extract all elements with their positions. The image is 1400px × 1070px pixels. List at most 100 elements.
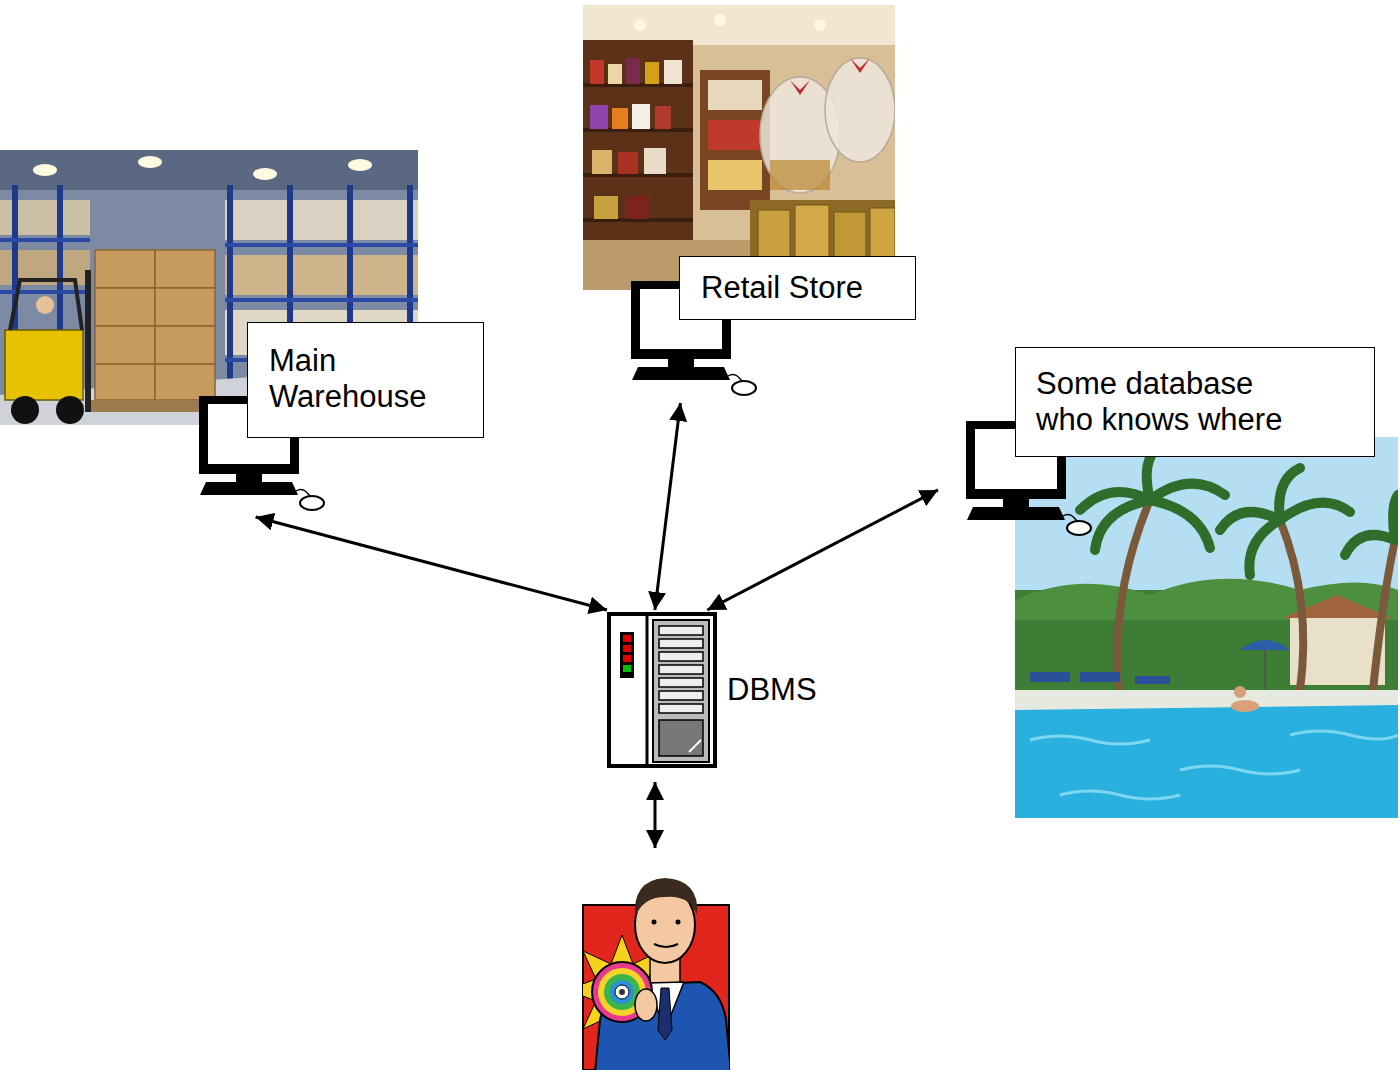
retail-store-photo (708, 160, 762, 190)
resort-pool-photo (1290, 731, 1398, 739)
retail-store-photo (583, 5, 895, 290)
person-clipart (658, 988, 672, 1040)
warehouse-photo (11, 396, 39, 424)
retail-store-photo (645, 62, 659, 84)
resort-pool-photo (1030, 731, 1398, 799)
mouse-cord (296, 489, 310, 496)
location-label: Retail Store (701, 270, 895, 306)
retail-store-photo (626, 196, 650, 219)
resort-pool-photo (1372, 540, 1395, 700)
resort-pool-photo (1015, 437, 1398, 818)
server-drive (659, 691, 703, 700)
server-light (623, 645, 631, 652)
location-label: Some database who knows where (1036, 366, 1296, 438)
resort-pool-photo (1015, 579, 1398, 620)
label-box: Main Warehouse (247, 322, 484, 438)
resort-pool-photo (1030, 736, 1150, 744)
resort-pool-photo (1135, 676, 1170, 684)
warehouse-photo (155, 288, 215, 326)
warehouse-photo (348, 159, 372, 171)
warehouse-photo (95, 250, 155, 288)
server-light (623, 665, 631, 672)
mouse-cord (728, 374, 742, 381)
mouse (732, 381, 756, 395)
monitor-base (967, 507, 1065, 520)
warehouse-photo (56, 396, 84, 424)
retail-store-photo (590, 60, 604, 84)
resort-pool-photo (1393, 495, 1398, 540)
retail-store-photo (594, 196, 618, 219)
warehouse-photo (225, 298, 418, 302)
retail-store-photo (634, 19, 646, 31)
retail-store-photo (814, 19, 826, 31)
retail-store-photo (583, 40, 693, 240)
mouse (300, 496, 324, 510)
resort-pool-photo (1345, 535, 1395, 555)
retail-store-photo (708, 80, 762, 110)
retail-store-photo (608, 64, 622, 84)
warehouse-photo (95, 288, 155, 326)
retail-store-photo (618, 152, 638, 174)
warehouse-photo (95, 250, 215, 400)
monitor-neck (1003, 499, 1029, 507)
resort-pool-photo (1080, 672, 1120, 682)
resort-pool-photo (1264, 650, 1266, 690)
warehouse-photo (85, 270, 91, 412)
monitor-neck (668, 359, 694, 367)
resort-pool-photo (1150, 484, 1225, 500)
retail-store-photo (714, 14, 726, 26)
person-clipart (610, 980, 634, 1004)
resort-pool-photo (1030, 672, 1070, 682)
retail-store-photo (664, 60, 682, 84)
resort-pool-photo (1060, 791, 1180, 799)
person-clipart (676, 920, 681, 925)
resort-pool-photo (1150, 500, 1210, 548)
server-divider (646, 614, 649, 766)
monitor-base (200, 482, 298, 495)
warehouse-photo (225, 200, 418, 240)
retail-store-photo (850, 58, 870, 73)
server-light (623, 635, 631, 642)
warehouse-photo (95, 364, 155, 400)
warehouse-photo (227, 185, 233, 380)
resort-pool-photo (1249, 520, 1280, 575)
label-box: Some database who knows where (1015, 347, 1375, 457)
server-icon (607, 612, 717, 770)
mouse-cord (1063, 514, 1077, 521)
person-clipart (619, 989, 625, 995)
resort-pool-photo (1240, 640, 1290, 650)
warehouse-photo (253, 168, 277, 180)
resort-pool-photo (1280, 503, 1350, 520)
location-node: Retail Store (630, 256, 918, 401)
server-bay (653, 620, 709, 762)
server-drive (659, 652, 703, 661)
resort-pool-photo (1117, 500, 1395, 700)
warehouse-photo (0, 238, 90, 242)
resort-pool-photo (1095, 500, 1150, 550)
connector-arrow (655, 403, 681, 610)
label-area: DBMS (725, 672, 819, 708)
resort-pool-photo (1015, 705, 1398, 818)
retail-store-photo (632, 104, 650, 129)
retail-store-photo (590, 105, 608, 129)
warehouse-photo (0, 150, 418, 190)
warehouse-photo (155, 364, 215, 400)
resort-pool-photo (1180, 766, 1300, 774)
label-box: Retail Store (679, 256, 916, 320)
warehouse-photo (33, 164, 57, 176)
server-label: DBMS (727, 672, 817, 708)
retail-store-photo (583, 5, 895, 290)
warehouse-photo (225, 243, 418, 247)
person-clipart (652, 920, 657, 925)
warehouse-photo (95, 326, 155, 364)
retail-store-photo (770, 160, 830, 190)
monitor-base (632, 367, 730, 380)
retail-store-photo (655, 106, 671, 129)
mouse (1067, 521, 1091, 535)
server-drive (659, 639, 703, 648)
retail-store-photo (626, 58, 640, 84)
person-clipart (635, 989, 657, 1021)
